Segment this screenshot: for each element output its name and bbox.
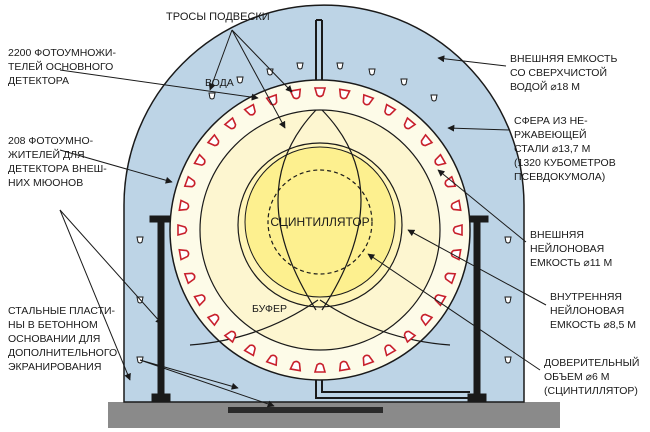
inner-nylon-label: ВНУТРЕННЯЯ НЕЙЛОНОВАЯ ЕМКОСТЬ ⌀8,5 М: [550, 291, 636, 331]
pmt-icon: [265, 93, 278, 106]
pmt-icon: [223, 330, 237, 344]
pmt-icon: [177, 223, 188, 237]
pmt-icon: [338, 88, 351, 100]
water-label: ВОДА: [205, 77, 234, 89]
pmt-icon: [178, 199, 190, 212]
svg-text:ОБЪЕМ ⌀6 М: ОБЪЕМ ⌀6 М: [544, 371, 610, 383]
pmt-icon: [362, 354, 375, 367]
pmt-icon: [444, 175, 457, 188]
pmt-icon: [243, 103, 256, 116]
pmt-icon: [452, 223, 463, 237]
svg-text:ПСЕВДОКУМОЛА): ПСЕВДОКУМОЛА): [514, 171, 605, 183]
pmt-icon: [243, 344, 256, 357]
outer-tank-label: ВНЕШНЯЯ ЕМКОСТЬ СО СВЕРХЧИСТОЙ ВОДОЙ ⌀18…: [510, 53, 617, 93]
svg-text:ДОВЕРИТЕЛЬНЫЙ: ДОВЕРИТЕЛЬНЫЙ: [544, 356, 639, 369]
svg-text:ЕМКОСТЬ ⌀11 М: ЕМКОСТЬ ⌀11 М: [530, 257, 612, 269]
pmt-icon: [223, 116, 237, 130]
pmt-icon: [362, 93, 375, 106]
pmt-icon: [289, 360, 302, 372]
svg-text:НЕЙЛОНОВАЯ: НЕЙЛОНОВАЯ: [530, 242, 604, 255]
pmt-icon: [265, 354, 278, 367]
outer-nylon-label: ВНЕШНЯЯ НЕЙЛОНОВАЯ ЕМКОСТЬ ⌀11 М: [530, 229, 612, 269]
muon-pmt-icon: [504, 236, 512, 244]
steel-plates-label: СТАЛЬНЫЕ ПЛАСТИ- НЫ В БЕТОННОМ ОСНОВАНИИ…: [8, 305, 117, 373]
pmt-icon: [403, 116, 417, 130]
pmt-icon: [420, 133, 434, 147]
svg-text:ЭКРАНИРОВАНИЯ: ЭКРАНИРОВАНИЯ: [8, 361, 101, 373]
svg-text:ЖИТЕЛЕЙ ДЛЯ: ЖИТЕЛЕЙ ДЛЯ: [8, 148, 85, 161]
buffer-label: БУФЕР: [252, 303, 287, 315]
pmt-icon: [444, 272, 457, 285]
svg-text:ТЕЛЕЙ ОСНОВНОГО: ТЕЛЕЙ ОСНОВНОГО: [8, 60, 113, 73]
pmt-icon: [384, 344, 397, 357]
scintillator-label: СЦИНТИЛЛЯТОР: [270, 215, 369, 229]
svg-text:ДЕТЕКТОРА: ДЕТЕКТОРА: [8, 75, 69, 87]
muon-pmt-icon: [296, 62, 304, 70]
muon-pmt-icon: [400, 78, 408, 86]
svg-text:ВНЕШНЯЯ ЕМКОСТЬ: ВНЕШНЯЯ ЕМКОСТЬ: [510, 53, 617, 65]
pmt-icon: [183, 272, 196, 285]
pmt-main-label: 2200 ФОТОУМНОЖИ- ТЕЛЕЙ ОСНОВНОГО ДЕТЕКТО…: [8, 47, 116, 87]
svg-text:208 ФОТОУМНО-: 208 ФОТОУМНО-: [8, 135, 94, 147]
pmt-main-ring: [177, 87, 463, 373]
svg-text:СФЕРА ИЗ НЕ-: СФЕРА ИЗ НЕ-: [514, 115, 588, 127]
pmt-icon: [450, 199, 462, 212]
pmt-icon: [193, 294, 206, 307]
suspension-cables: [189, 109, 451, 346]
svg-text:РЖАВЕЮЩЕЙ: РЖАВЕЮЩЕЙ: [514, 128, 587, 141]
steel-sphere-label: СФЕРА ИЗ НЕ- РЖАВЕЮЩЕЙ СТАЛИ ⌀13,7 М (13…: [514, 115, 616, 183]
pmt-icon: [178, 248, 190, 261]
pmt-icon: [338, 360, 351, 372]
concrete-base: [108, 402, 560, 428]
svg-text:ДОПОЛНИТЕЛЬНОГО: ДОПОЛНИТЕЛЬНОГО: [8, 347, 117, 359]
pmt-icon: [313, 87, 327, 98]
svg-text:ВНЕШНЯЯ: ВНЕШНЯЯ: [530, 229, 584, 241]
svg-text:СТАЛЬНЫЕ ПЛАСТИ-: СТАЛЬНЫЕ ПЛАСТИ-: [8, 305, 116, 317]
svg-text:НИХ МЮОНОВ: НИХ МЮОНОВ: [8, 177, 83, 189]
steel-plate: [228, 407, 383, 413]
svg-text:(1320 КУБОМЕТРОВ: (1320 КУБОМЕТРОВ: [514, 157, 616, 169]
svg-text:СТАЛИ ⌀13,7 М: СТАЛИ ⌀13,7 М: [514, 143, 590, 155]
pmt-icon: [313, 362, 327, 373]
svg-text:(СЦИНТИЛЛЯТОР): (СЦИНТИЛЛЯТОР): [544, 385, 638, 397]
fiducial-label: ДОВЕРИТЕЛЬНЫЙ ОБЪЕМ ⌀6 М (СЦИНТИЛЛЯТОР): [544, 356, 639, 397]
pmt-icon: [193, 153, 206, 166]
pmt-muon-label: 208 ФОТОУМНО- ЖИТЕЛЕЙ ДЛЯ ДЕТЕКТОРА ВНЕШ…: [8, 135, 107, 189]
svg-text:2200 ФОТОУМНОЖИ-: 2200 ФОТОУМНОЖИ-: [8, 47, 116, 59]
muon-pmt-icon: [236, 76, 244, 84]
pmt-icon: [434, 294, 447, 307]
pmt-icon: [434, 153, 447, 166]
svg-text:НЫ В БЕТОННОМ: НЫ В БЕТОННОМ: [8, 319, 98, 331]
svg-text:ДЕТЕКТОРА ВНЕШ-: ДЕТЕКТОРА ВНЕШ-: [8, 163, 107, 175]
svg-text:ОСНОВАНИИ ДЛЯ: ОСНОВАНИИ ДЛЯ: [8, 333, 100, 345]
svg-text:ЕМКОСТЬ ⌀8,5 М: ЕМКОСТЬ ⌀8,5 М: [550, 319, 636, 331]
pmt-icon: [403, 330, 417, 344]
pmt-icon: [384, 103, 397, 116]
muon-pmt-icon: [136, 236, 144, 244]
pmt-icon: [206, 313, 220, 327]
cables-label: ТРОСЫ ПОДВЕСКИ: [166, 11, 270, 23]
fiducial-volume: [267, 169, 373, 275]
muon-pmt-icon: [430, 94, 438, 102]
muon-pmt-icon: [504, 356, 512, 364]
muon-pmt-icon: [336, 62, 344, 70]
muon-pmt-icon: [504, 296, 512, 304]
leader-lines: [59, 29, 547, 408]
scintillator-core: [244, 146, 396, 298]
pmt-icon: [206, 133, 220, 147]
svg-text:ВНУТРЕННЯЯ: ВНУТРЕННЯЯ: [550, 291, 622, 303]
muon-pmt-icon: [208, 92, 216, 100]
muon-pmt-icon: [368, 68, 376, 76]
svg-text:НЕЙЛОНОВАЯ: НЕЙЛОНОВАЯ: [550, 304, 624, 317]
svg-text:СО СВЕРХЧИСТОЙ: СО СВЕРХЧИСТОЙ: [510, 66, 607, 79]
pmt-icon: [420, 313, 434, 327]
pmt-icon: [289, 88, 302, 100]
pmt-icon: [183, 175, 196, 188]
svg-text:ВОДОЙ ⌀18 М: ВОДОЙ ⌀18 М: [510, 80, 580, 93]
